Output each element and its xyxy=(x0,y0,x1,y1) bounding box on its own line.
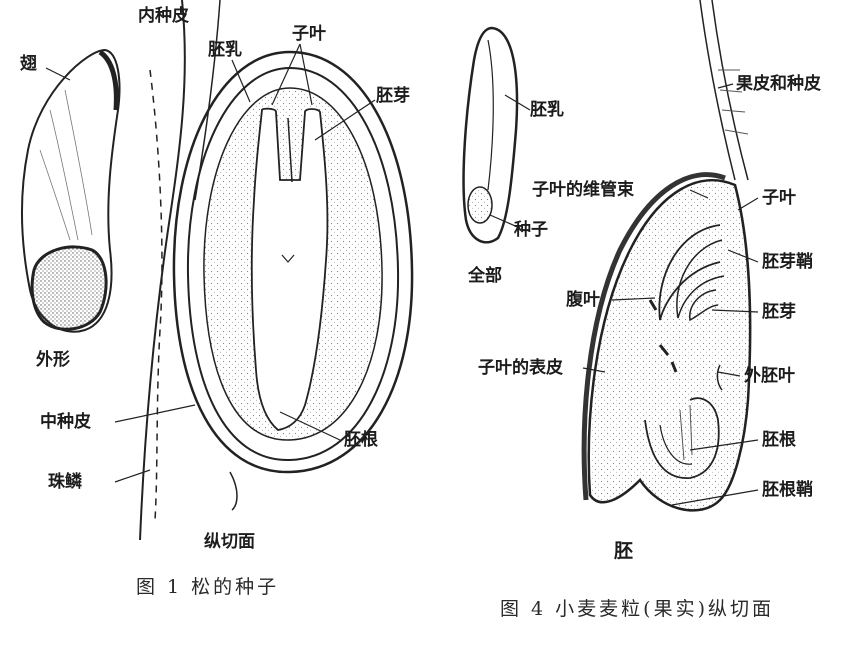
label-coleoptile: 胚芽鞘 xyxy=(762,252,813,272)
label-whole: 全部 xyxy=(468,266,502,286)
label-fig4-cotyledon: 子叶 xyxy=(762,188,796,208)
label-fig4-plumule: 胚芽 xyxy=(762,302,796,322)
fig1-leader-lines xyxy=(45,43,376,483)
label-fig1-radicle: 胚根 xyxy=(344,430,378,450)
label-fig1-endosperm: 胚乳 xyxy=(208,40,242,60)
label-fig4-radicle: 胚根 xyxy=(762,430,796,450)
fig1-caption: 图 1 松的种子 xyxy=(136,576,280,598)
label-scale: 珠鳞 xyxy=(48,472,82,492)
label-coleorhiza: 胚根鞘 xyxy=(762,480,813,500)
label-vascular: 子叶的维管束 xyxy=(532,180,634,200)
label-embryo: 胚 xyxy=(614,540,634,562)
label-seed: 种子 xyxy=(514,220,548,240)
fig4-leader-lines xyxy=(489,83,759,506)
pine-seed-section xyxy=(139,0,414,541)
pine-seed-outer-view xyxy=(21,48,121,333)
label-wing: 翅 xyxy=(20,54,37,74)
label-inner-coat: 内种皮 xyxy=(138,6,189,26)
label-pericarp-coat: 果皮和种皮 xyxy=(736,74,821,94)
fig4-caption: 图 4 小麦麦粒(果实)纵切面 xyxy=(500,598,774,620)
wheat-grain-section xyxy=(581,0,752,512)
label-middle-coat: 中种皮 xyxy=(40,412,91,432)
label-fig4-endosperm: 胚乳 xyxy=(530,100,564,120)
label-epiblast: 外胚叶 xyxy=(744,366,795,386)
label-section: 纵切面 xyxy=(204,532,255,552)
label-fig1-plumule: 胚芽 xyxy=(376,86,410,106)
label-ventral-leaf: 腹叶 xyxy=(566,290,600,310)
label-outer-view: 外形 xyxy=(36,350,70,370)
label-cot-epidermis: 子叶的表皮 xyxy=(478,358,563,378)
label-fig1-cotyledon: 子叶 xyxy=(292,24,326,44)
wheat-grain-whole xyxy=(462,26,519,244)
